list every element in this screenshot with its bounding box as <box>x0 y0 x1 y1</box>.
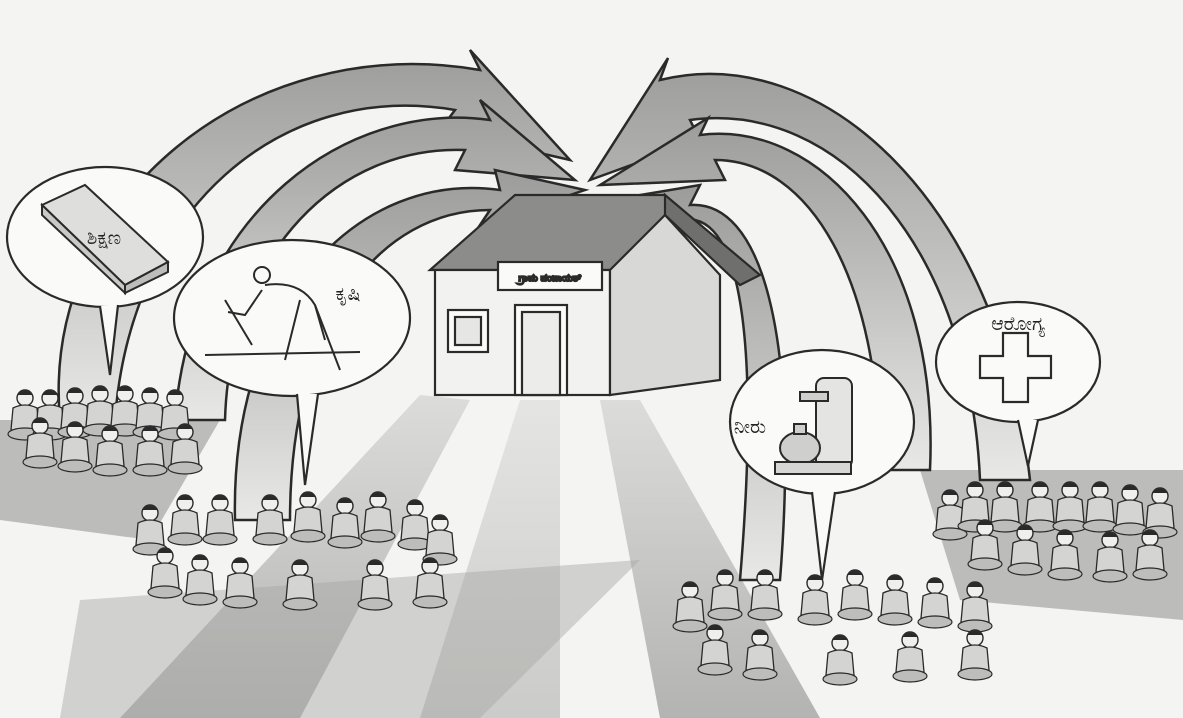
villager-group-top-left <box>7 385 203 477</box>
ground <box>0 395 1183 718</box>
panchayat-signboard <box>496 260 604 292</box>
health-label: ಆರೋಗ್ಯ <box>991 313 1045 338</box>
farmer-icon <box>204 266 361 371</box>
water-bubble: ನೀರು <box>728 348 916 581</box>
villager-group-bottom-right <box>672 569 993 686</box>
agriculture-label: ಕೃಷಿ <box>336 283 361 306</box>
health-bubble: ಆರೋಗ್ಯ <box>934 300 1102 467</box>
water-tap-icon <box>774 377 853 475</box>
book-icon <box>40 183 170 296</box>
water-label: ನೀರು <box>734 416 766 438</box>
education-bubble: ಶಿಕ್ಷಣ <box>5 165 205 376</box>
panchayat-sign-text: ಗ್ರಾಮ ಪಂಚಾಯತ್ <box>516 273 581 284</box>
panchayat-building: ಗ್ರಾಮ ಪಂಚಾಯತ್ <box>427 192 762 397</box>
education-label: ಶಿಕ್ಷಣ <box>87 227 121 249</box>
agriculture-bubble: ಕೃಷಿ <box>172 238 412 486</box>
medical-cross-icon <box>978 331 1053 404</box>
